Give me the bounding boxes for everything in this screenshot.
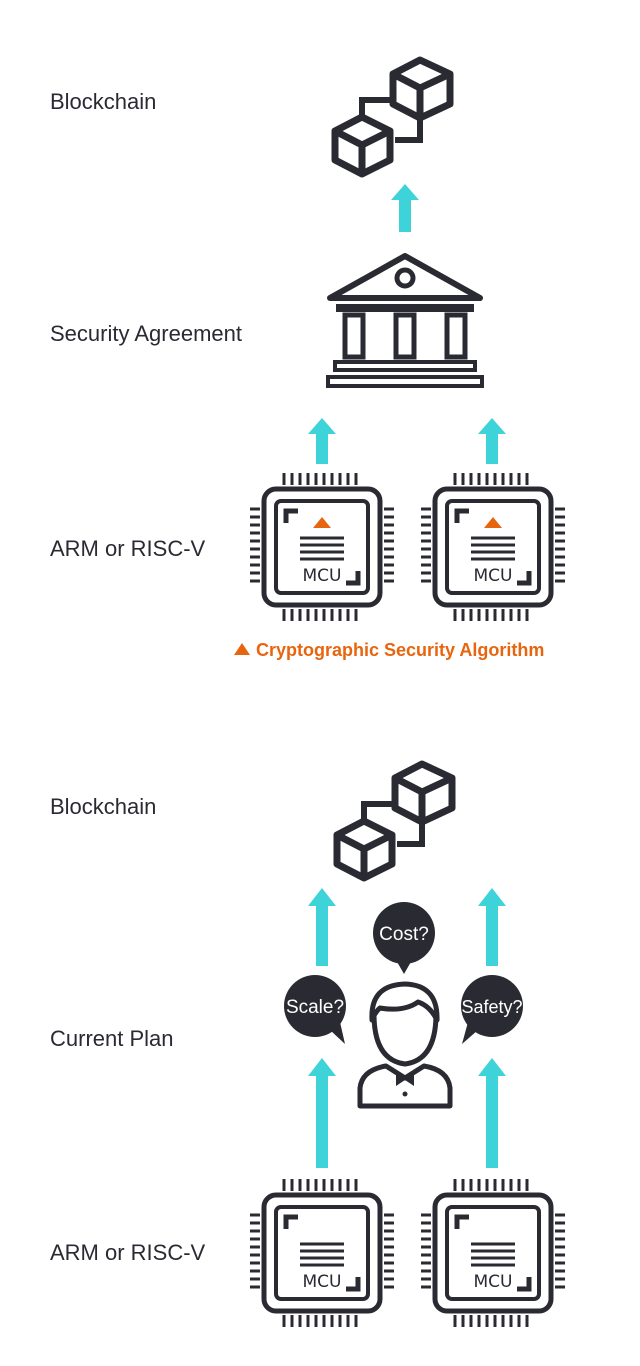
arrow-up-icon (478, 1058, 506, 1168)
safety-bubble-text: Safety? (461, 997, 522, 1017)
blockchain-icon-bottom (337, 764, 452, 878)
arrow-up-icon (478, 418, 506, 464)
security-agreement-label: Security Agreement (50, 321, 242, 346)
blockchain-label-bottom: Blockchain (50, 794, 157, 819)
mcu-label: MCU (303, 1272, 342, 1292)
safety-bubble: Safety? (461, 975, 523, 1044)
current-plan-label: Current Plan (50, 1026, 174, 1051)
mcu-chip-icon: MCU (250, 473, 394, 621)
algorithm-note-text: Cryptographic Security Algorithm (256, 640, 545, 660)
cost-bubble-text: Cost? (379, 924, 429, 945)
arm-risc-label-top: ARM or RISC-V (50, 536, 206, 561)
arrow-up-icon (478, 888, 506, 966)
triangle-icon (234, 643, 250, 655)
cost-bubble: Cost? (373, 902, 435, 974)
arrow-up-icon (391, 184, 419, 232)
scale-bubble-text: Scale? (286, 997, 344, 1018)
blockchain-label-top: Blockchain (50, 89, 157, 114)
mcu-label: MCU (474, 566, 513, 586)
blockchain-icon-top (335, 60, 450, 174)
arrow-up-icon (308, 418, 336, 464)
mcu-label: MCU (474, 1272, 513, 1292)
bank-building-icon (326, 253, 484, 388)
mcu-chip-icon: MCU (250, 1179, 394, 1327)
mcu-label: MCU (303, 566, 342, 586)
mcu-chip-icon: MCU (421, 473, 565, 621)
mcu-chip-icon: MCU (421, 1179, 565, 1327)
arrow-up-icon (308, 888, 336, 966)
algorithm-note: Cryptographic Security Algorithm (234, 641, 544, 659)
arrow-up-icon (308, 1058, 336, 1168)
user-icon (357, 981, 453, 1109)
arm-risc-label-bottom: ARM or RISC-V (50, 1240, 206, 1265)
scale-bubble: Scale? (284, 975, 346, 1044)
